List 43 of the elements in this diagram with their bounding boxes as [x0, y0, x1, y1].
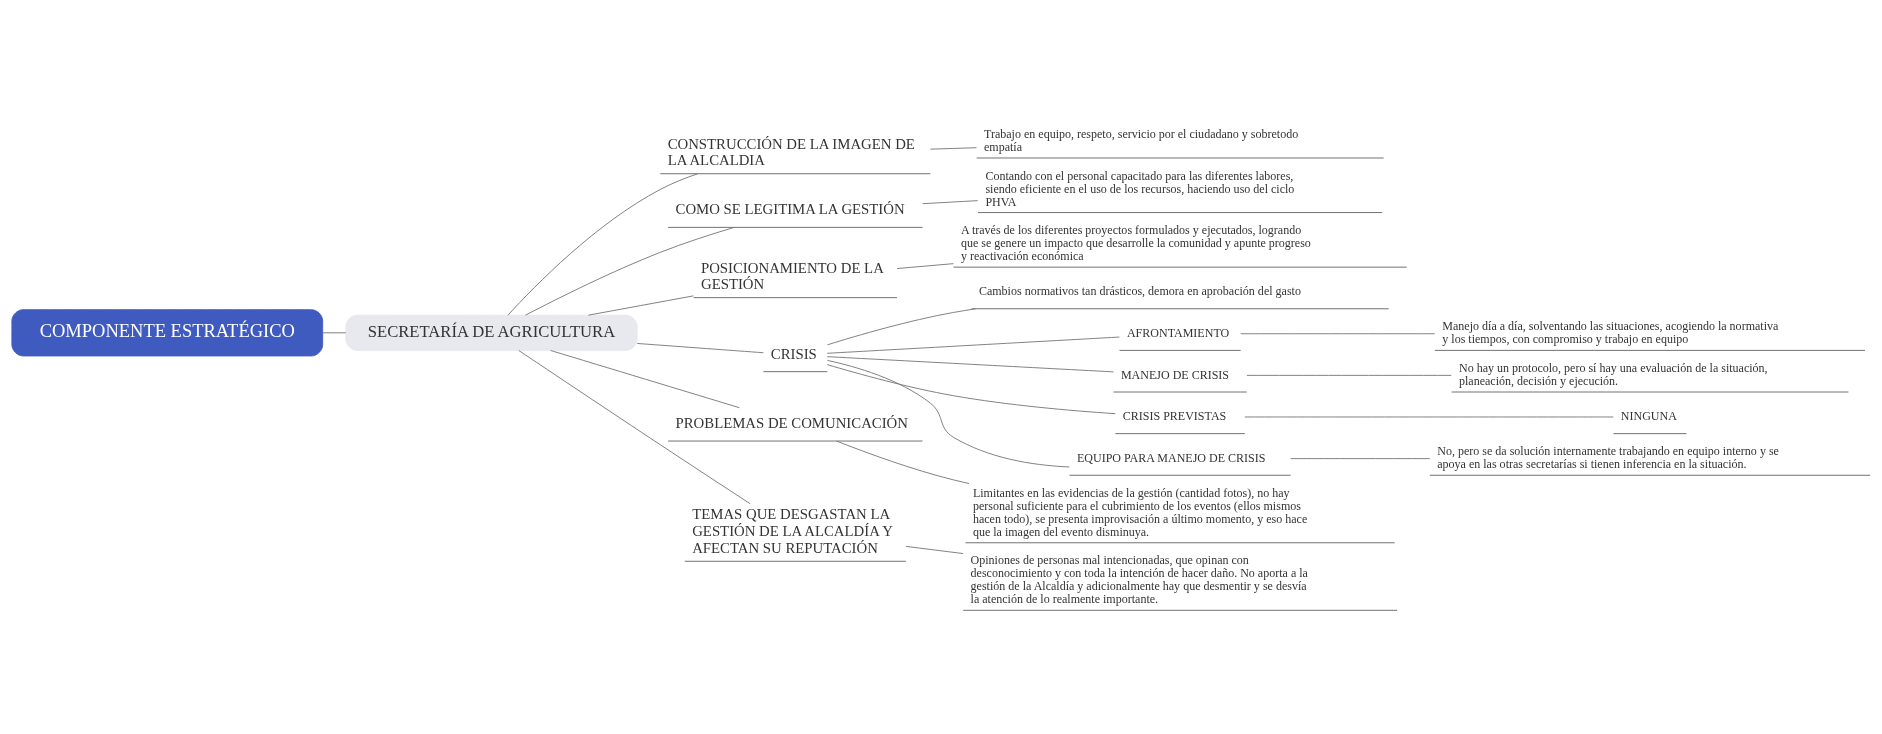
- node-text: CONSTRUCCIÓN DE LA IMAGEN DE LA ALCALDIA: [667, 135, 915, 168]
- connector: [826, 363, 1116, 414]
- connector: [507, 172, 699, 316]
- connector: [930, 146, 977, 150]
- node-text: No hay un protocolo, pero sí hay una evaluación de la situación, planeación, decisión y ejecución.: [1458, 360, 1768, 388]
- connector: [550, 349, 740, 408]
- node-text: Limitantes en las evidencias de la gestión (cantidad fotos), no hay personal suficiente para el cubrimiento de los eventos (ellos mismos hacen todo), se presenta improvisación a último momento, y eso hace que la imagen del evento disminuya.: [972, 485, 1308, 539]
- connector: [922, 199, 979, 204]
- connector: [518, 349, 751, 504]
- node-text: COMO SE LEGITIMA LA GESTIÓN: [675, 200, 905, 217]
- node-text: Opiniones de personas mal intencionadas, que opinan con desconocimiento y con toda la intención de hacer daño. No aporta a la gestión de la Alcaldía y adicionalmente hay que desmentir y se desvía la atención de lo realmente importante.: [970, 552, 1308, 606]
- node-text: NINGUNA: [1620, 408, 1677, 423]
- connector: [826, 336, 1120, 354]
- node-text: POSICIONAMIENTO DE LA GESTIÓN: [700, 259, 884, 292]
- node-text: Cambios normativos tan drásticos, demora en aprobación del gasto: [978, 283, 1301, 298]
- node-text: No, pero se da solución internamente trabajando en equipo interno y se apoya en las otras secretarías si tienen inferencia en la situación.: [1437, 443, 1779, 471]
- node-text: CRISIS: [770, 345, 817, 362]
- node-text: Manejo día a día, solventando las situaciones, acogiendo la normativa y los tiempos, con compromiso y trabajo en equipo: [1442, 318, 1779, 346]
- connector: [525, 226, 735, 316]
- connector: [636, 342, 764, 353]
- node-text: MANEJO DE CRISIS: [1120, 367, 1230, 382]
- node-text: Contando con el personal capacitado para las diferentes labores, siendo eficiente en el uso de los recursos, haciendo uso del ciclo PHVA: [985, 168, 1295, 209]
- connector: [1290, 457, 1431, 459]
- node-text: AFRONTAMIENTO: [1126, 325, 1230, 340]
- node-text: Trabajo en equipo, respeto, servicio por el ciudadano y sobretodo empatía: [984, 126, 1299, 154]
- node-text: TEMAS QUE DESGASTAN LA GESTIÓN DE LA ALCALDÍA Y AFECTAN SU REPUTACIÓN: [692, 505, 893, 556]
- connector: [1240, 332, 1436, 334]
- connector: [587, 294, 694, 316]
- connector: [905, 545, 964, 554]
- node-box: COMPONENTE ESTRATÉGICO: [11, 308, 324, 356]
- connector: [827, 307, 977, 345]
- connector: [836, 440, 970, 484]
- node-box: SECRETARÍA DE AGRICULTURA: [345, 314, 638, 351]
- node-text: PROBLEMAS DE COMUNICACIÓN: [675, 414, 908, 431]
- connector: [1246, 374, 1452, 376]
- node-text: EQUIPO PARA MANEJO DE CRISIS: [1076, 450, 1266, 465]
- connector: [826, 355, 1114, 372]
- node-text: CRISIS PREVISTAS: [1122, 408, 1227, 423]
- node-text: A través de los diferentes proyectos formulados y ejecutados, logrando que se genere un impacto que desarrolle la comunidad y apunte progreso y reactivación económica: [960, 222, 1311, 263]
- connector: [826, 359, 1070, 467]
- connector: [1244, 416, 1614, 417]
- connector: [322, 331, 347, 333]
- connector: [896, 262, 954, 269]
